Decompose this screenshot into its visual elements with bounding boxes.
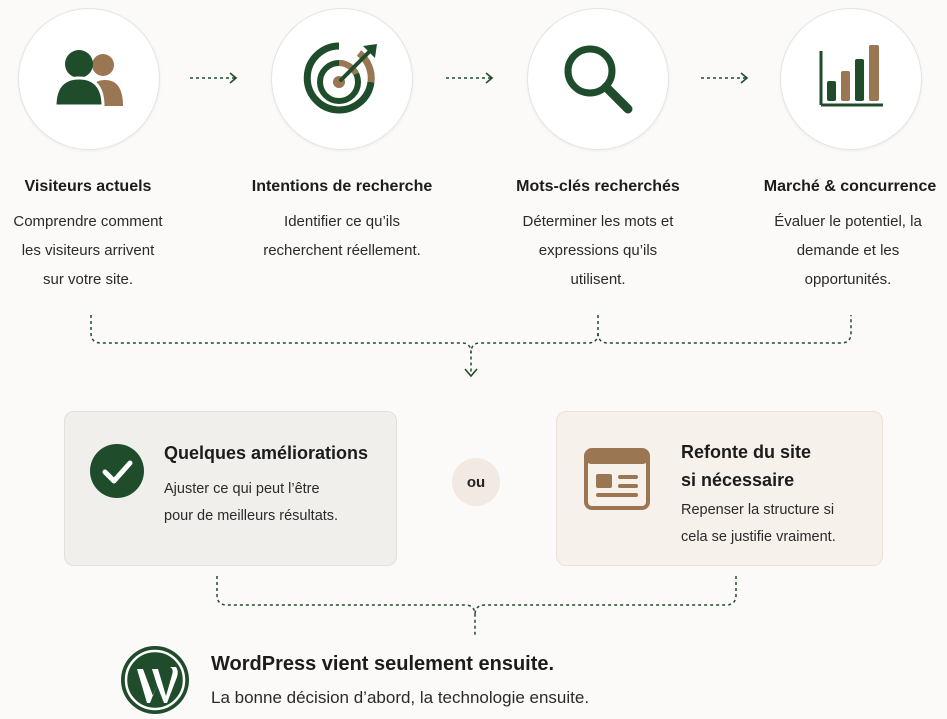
bar-chart-icon <box>819 45 883 107</box>
step-title: Mots-clés recherchés <box>516 178 680 195</box>
desc-line: recherchent réellement. <box>263 242 421 259</box>
step-title: Visiteurs actuels <box>24 178 152 195</box>
step-market-circle <box>780 8 922 150</box>
conclusion-subtitle: La bonne décision d’abord, la technologi… <box>211 688 590 707</box>
step-description: Comprendre comment les visiteurs arriven… <box>0 207 188 294</box>
desc-line: sur votre site. <box>42 271 134 288</box>
website-layout-icon <box>584 448 650 510</box>
step-description: Évaluer le potentiel, la demande et les … <box>748 207 947 294</box>
option-redesign-card: Refonte du site si nécessaire Repenser l… <box>556 411 883 566</box>
arrow-right-icon <box>190 72 238 84</box>
option-title: Refonte du site si nécessaire <box>681 438 811 494</box>
option-description: Ajuster ce qui peut l’être pour de meill… <box>164 476 338 530</box>
step-intent-circle <box>271 8 413 150</box>
option-improvements-card: Quelques améliorations Ajuster ce qui pe… <box>64 411 397 566</box>
desc-line: opportunités. <box>804 271 892 288</box>
desc-line: Repenser la structure si <box>681 502 835 518</box>
step-title: Intentions de recherche <box>251 178 433 195</box>
check-circle-icon <box>90 444 144 498</box>
step-description: Identifier ce qu’ils recherchent réellem… <box>242 207 442 265</box>
desc-line: cela se justifie vraiment. <box>681 529 836 545</box>
desc-line: Comprendre comment <box>13 213 163 230</box>
desc-line: expressions qu’ils <box>538 242 658 259</box>
target-icon <box>303 42 377 114</box>
desc-line: Évaluer le potentiel, la <box>774 213 922 230</box>
desc-line: Ajuster ce qui peut l’être <box>164 481 320 497</box>
desc-line: Déterminer les mots et <box>522 213 674 230</box>
arrow-right-icon <box>701 72 749 84</box>
wordpress-logo-icon <box>121 646 189 714</box>
desc-line: Identifier ce qu’ils <box>284 213 400 230</box>
option-description: Repenser la structure si cela se justifi… <box>681 497 836 551</box>
step-visitors-circle <box>18 8 160 150</box>
step-keywords-circle <box>527 8 669 150</box>
users-icon <box>53 50 123 108</box>
title-line: si nécessaire <box>681 470 795 490</box>
desc-line: utilisent. <box>570 271 626 288</box>
option-title: Quelques améliorations <box>164 443 369 463</box>
conclusion-title: WordPress vient seulement ensuite. <box>211 653 555 675</box>
desc-line: les visiteurs arrivent <box>21 242 155 259</box>
step-title: Marché & concurrence <box>763 178 937 195</box>
or-badge: ou <box>452 458 500 506</box>
desc-line: demande et les <box>796 242 900 259</box>
title-line: Refonte du site <box>681 442 812 462</box>
step-description: Déterminer les mots et expressions qu’il… <box>498 207 698 294</box>
magnifier-icon <box>564 45 633 114</box>
arrow-right-icon <box>446 72 494 84</box>
desc-line: pour de meilleurs résultats. <box>164 508 339 524</box>
